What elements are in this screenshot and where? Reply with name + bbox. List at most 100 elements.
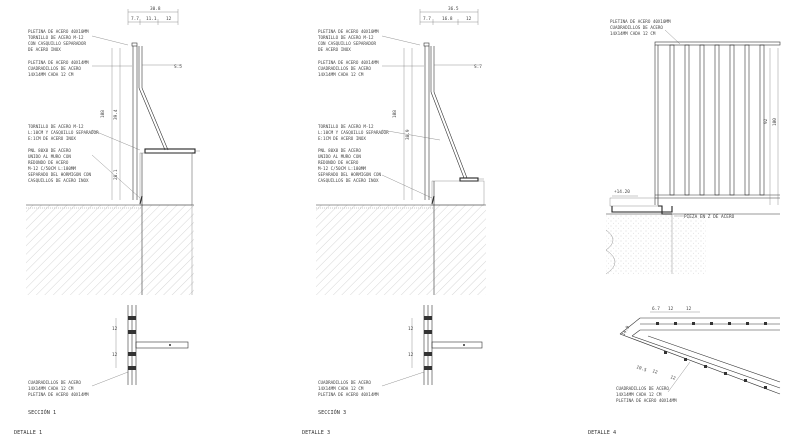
note-base-2: UNIDO AL MURO CON — [318, 154, 361, 159]
dim-height: 108 — [100, 110, 106, 118]
plan-dim-2: 12 — [408, 352, 414, 358]
dim-b: 16.8 — [442, 16, 453, 22]
detail-3-wall — [316, 180, 486, 295]
note-mid-3: 14X14MM CADA 12 CM — [28, 72, 74, 77]
detail-title: DETALLE 3 — [302, 430, 330, 436]
detail-3-side-dimensions: 108 38.9 — [392, 48, 413, 200]
dim-total: 36.5 — [448, 6, 459, 12]
plan-dim-1: 12 — [408, 326, 414, 332]
detail-4-elevation: 92 100 — [654, 41, 781, 205]
plan-note-3: PLETINA DE ACERO 40X14MM — [616, 398, 677, 403]
dim-c: 12 — [466, 16, 472, 22]
note-top-2: TORNILLO DE ACERO M-12 — [28, 35, 84, 40]
dim-mid: 39.4 — [113, 109, 119, 120]
note-base-5: SEPARADO DEL HORMIGON CON — [318, 172, 382, 177]
detail-1-railing: S.5 — [131, 42, 200, 205]
note-top-4: DE ACERO INOX — [28, 47, 61, 52]
note-base-4: M-12 C/50CM L:180MM — [318, 166, 366, 171]
plan-side-dim: 14.9 — [621, 325, 632, 337]
note-base-6: CASQUILLOS DE ACERO INOX — [28, 178, 89, 183]
detail-1-side-dimensions: 108 39.4 28.1 — [100, 48, 121, 200]
plan-note-2: 14X14MM CADA 12 CM — [318, 386, 364, 391]
detail-4-base: +14.20 PIEZA EN Z DE ACERO — [605, 189, 780, 275]
dim-c: 12 — [166, 16, 172, 22]
plan-dim-a: 6.7 — [652, 306, 660, 312]
detail-1-wall — [26, 152, 194, 295]
detail-title: DETALLE 4 — [588, 430, 616, 436]
pieza-label: PIEZA EN Z DE ACERO — [684, 214, 735, 220]
note-mid-1: PLETINA DE ACERO 40X14MM — [318, 60, 379, 65]
plan-dim-b: 12 — [668, 306, 674, 312]
note-top-3: CON CASQUILLO SEPARADOR — [28, 41, 86, 46]
plan-note-2: 14X14MM CADA 12 CM — [28, 386, 74, 391]
level-mark: +14.20 — [614, 189, 630, 195]
plan-dim-2: 12 — [112, 352, 118, 358]
note-mid-2: CUADRADILLOS DE ACERO — [318, 66, 371, 71]
note-low-1: TORNILLO DE ACERO M-12 — [318, 124, 374, 129]
plan-note-1: CUADRADILLOS DE ACERO — [616, 386, 669, 391]
detail-3-top-dimensions: 36.5 7.7 16.8 12 — [419, 6, 479, 25]
note-base-1: PNL 80X8 DE ACERO — [28, 148, 71, 153]
dim-low: 28.1 — [113, 169, 119, 180]
note-base-3: REDONDO DE ACERO — [28, 160, 69, 165]
note-top-1: PLETINA DE ACERO 40X10MM — [28, 29, 89, 34]
note-top-3: CON CASQUILLO SEPARADOR — [318, 41, 376, 46]
plan-note-2: 14X14MM CADA 12 CM — [616, 392, 662, 397]
detail-3-railing: S.7 — [423, 42, 484, 205]
plan-dim-1: 12 — [112, 326, 118, 332]
section-title: SECCIÓN 1 — [28, 409, 56, 416]
plan-dim2-b: 12 — [651, 368, 658, 376]
note-top-2: TORNILLO DE ACERO M-12 — [318, 35, 374, 40]
detail-1-notes: PLETINA DE ACERO 40X10MM TORNILLO DE ACE… — [28, 29, 141, 199]
note-low-2: L:10CM Y CASQUILLO SEPARADOR — [318, 130, 389, 135]
detail-3-plan: 12 12 CUADRADILLOS DE ACERO 14X14MM CADA… — [318, 305, 483, 397]
dim-b: 11.1 — [146, 16, 157, 22]
note-top-2: CUADRADILLOS DE ACERO — [610, 25, 663, 30]
detail-4-notes-top: PLETINA DE ACERO 40X10MM CUADRADILLOS DE… — [610, 19, 681, 45]
plan-note-3: PLETINA DE ACERO 40X14MM — [28, 392, 89, 397]
note-top-1: PLETINA DE ACERO 40X10MM — [610, 19, 671, 24]
note-base-1: PNL 80X8 DE ACERO — [318, 148, 361, 153]
dim-92: 92 — [763, 118, 769, 124]
note-low-3: E:1CM DE ACERO INOX — [318, 136, 366, 141]
detail-3: 36.5 7.7 16.8 12 108 38.9 S.7 — [302, 6, 486, 436]
note-base-5: SEPARADO DEL HORMIGON CON — [28, 172, 92, 177]
detail-title: DETALLE 1 — [14, 430, 42, 436]
note-base-6: CASQUILLOS DE ACERO INOX — [318, 178, 379, 183]
section-title: SECCIÓN 3 — [318, 409, 346, 416]
section-marker: S.7 — [474, 64, 482, 70]
note-low-2: L:10CM Y CASQUILLO SEPARADOR — [28, 130, 99, 135]
dim-total: 30.8 — [150, 6, 161, 12]
note-top-1: PLETINA DE ACERO 40X10MM — [318, 29, 379, 34]
note-base-4: M-12 C/50CM L:180MM — [28, 166, 76, 171]
note-base-2: UNIDO AL MURO CON — [28, 154, 71, 159]
section-marker: S.5 — [174, 64, 182, 70]
plan-dim2-c: 12 — [669, 374, 676, 382]
balusters — [669, 44, 765, 196]
detail-1-top-dimensions: 30.8 7.7 11.1 12 — [127, 6, 179, 25]
dim-height: 108 — [392, 110, 398, 118]
note-low-3: E:1CM DE ACERO INOX — [28, 136, 76, 141]
dim-100: 100 — [772, 118, 778, 126]
detail-4: PLETINA DE ACERO 40X10MM CUADRADILLOS DE… — [588, 19, 781, 436]
note-mid-2: CUADRADILLOS DE ACERO — [28, 66, 81, 71]
plan-dim2-a: 10.5 — [635, 364, 647, 373]
plan-note-3: PLETINA DE ACERO 40X14MM — [318, 392, 379, 397]
detail-1-plan: 12 12 CUADRADILLOS DE ACERO 14X14MM CADA… — [28, 305, 189, 397]
note-top-3: 14X14MM CADA 12 CM — [610, 31, 656, 36]
note-mid-1: PLETINA DE ACERO 40X14MM — [28, 60, 89, 65]
plan-baluster-dots — [656, 322, 767, 389]
detail-1: 30.8 7.7 11.1 12 108 39.4 28.1 S.5 — [14, 6, 200, 436]
note-base-3: REDONDO DE ACERO — [318, 160, 359, 165]
plan-note-1: CUADRADILLOS DE ACERO — [318, 380, 371, 385]
dim-a: 7.7 — [131, 16, 139, 22]
note-top-4: DE ACERO INOX — [318, 47, 351, 52]
plan-dim-c: 12 — [686, 306, 692, 312]
note-low-1: TORNILLO DE ACERO M-12 — [28, 124, 84, 129]
detail-4-plan: 6.7 12 12 14.9 10.5 12 12 CUADRADILLOS D… — [616, 306, 781, 403]
note-mid-3: 14X14MM CADA 12 CM — [318, 72, 364, 77]
detail-3-notes: PLETINA DE ACERO 40X10MM TORNILLO DE ACE… — [318, 29, 441, 199]
dim-a: 7.7 — [423, 16, 431, 22]
plan-note-1: CUADRADILLOS DE ACERO — [28, 380, 81, 385]
